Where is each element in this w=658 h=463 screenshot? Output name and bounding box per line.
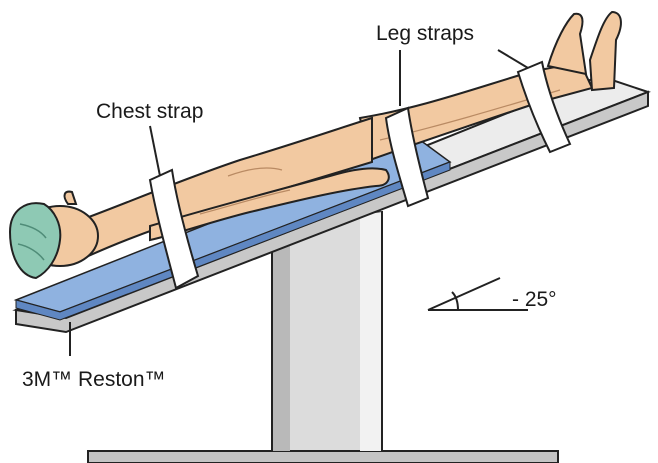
ankle-strap bbox=[516, 60, 572, 154]
leader-lines bbox=[69, 49, 529, 356]
table-pedestal bbox=[271, 210, 383, 452]
pad-label: 3M™ Reston™ bbox=[22, 368, 166, 391]
leg-straps-label: Leg straps bbox=[376, 22, 474, 45]
angle-label: - 25° bbox=[512, 288, 557, 311]
chest-strap-label: Chest strap bbox=[96, 100, 203, 123]
surgical-cap bbox=[8, 202, 62, 280]
chest-strap bbox=[148, 168, 200, 290]
thigh-strap bbox=[384, 106, 430, 208]
floor-base bbox=[87, 450, 559, 463]
angle-indicator bbox=[427, 277, 528, 311]
